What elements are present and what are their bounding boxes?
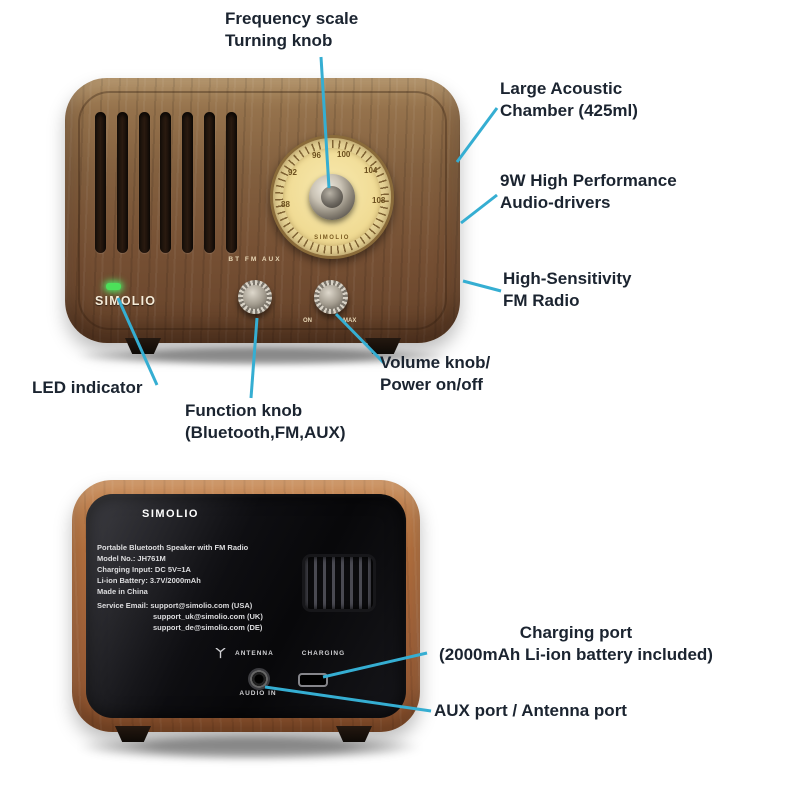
grille-slat <box>95 112 106 253</box>
callout-led-indicator: LED indicator <box>32 378 143 397</box>
dial-number: 92 <box>288 168 297 177</box>
service-line: Service Email: support@simolio.com (USA) <box>97 601 253 610</box>
tuning-knob-core <box>321 186 343 208</box>
spec-line: Li-ion Battery: 3.7V/2000mAh <box>97 576 201 585</box>
spec-line: Portable Bluetooth Speaker with FM Radio <box>97 543 249 552</box>
service-line: support_uk@simolio.com (UK) <box>153 612 263 621</box>
callout-acoustic-chamber: Large Acoustic Chamber (425ml) <box>500 79 638 121</box>
service-line: support_de@simolio.com (DE) <box>153 623 263 632</box>
spec-line: Charging Input: DC 5V=1A <box>97 565 191 574</box>
micro-usb-charging-port <box>298 673 328 687</box>
grille-slat <box>182 112 194 253</box>
bass-vent-grille <box>302 554 376 612</box>
function-knob-cap <box>243 285 267 309</box>
antenna-icon <box>215 648 226 659</box>
volume-knob-cap <box>319 285 343 309</box>
spec-line: Made in China <box>97 587 148 596</box>
grille-slat <box>160 112 172 253</box>
grille-slat <box>116 112 128 253</box>
radio-back-view: SIMOLIO Portable Bluetooth Speaker with … <box>72 480 420 742</box>
callout-line-fm <box>462 279 502 293</box>
back-spec-text: Portable Bluetooth Speaker with FM Radio… <box>97 542 248 597</box>
frequency-dial: 88 92 96 100 104 108 SIMOLIO <box>270 135 394 259</box>
callout-aux-port: AUX port / Antenna port <box>434 701 627 720</box>
grille-slat <box>138 112 150 253</box>
front-panel-groove <box>78 91 447 330</box>
dial-number: 88 <box>281 200 290 209</box>
tuning-knob <box>309 174 355 220</box>
grille-slat <box>225 112 237 253</box>
grille-slat <box>204 112 216 253</box>
audio-in-label: AUDIO IN <box>239 690 277 697</box>
callout-fm-radio: High-Sensitivity FM Radio <box>503 269 632 311</box>
dial-number: 100 <box>337 150 351 159</box>
speaker-grille <box>95 112 237 253</box>
spec-line: Model No.: JH761M <box>97 554 166 563</box>
dial-number: 96 <box>312 151 321 160</box>
callout-function-knob: Function knob (Bluetooth,FM,AUX) <box>185 401 346 443</box>
dial-brand-label: SIMOLIO <box>314 235 350 241</box>
callout-frequency-scale: Frequency scale Turning knob <box>225 9 359 51</box>
front-brand-label: SIMOLIO <box>95 294 157 308</box>
function-knob <box>238 280 272 314</box>
led-indicator <box>106 283 121 290</box>
volume-on-marking: ON <box>303 318 312 324</box>
aux-audio-jack <box>248 668 270 690</box>
antenna-port-label: ANTENNA <box>235 650 274 657</box>
charging-port-label: CHARGING <box>301 650 346 657</box>
dial-number: 104 <box>364 166 378 175</box>
back-right-foot <box>336 726 372 742</box>
back-left-foot <box>115 726 151 742</box>
back-panel: SIMOLIO Portable Bluetooth Speaker with … <box>86 494 406 718</box>
callout-audio-drivers: 9W High Performance Audio-drivers <box>500 171 677 213</box>
callout-volume-knob: Volume knob/ Power on/off <box>380 353 491 395</box>
callout-charging-port: Charging port (2000mAh Li-ion battery in… <box>439 623 713 665</box>
service-email-text: Service Email: support@simolio.com (USA)… <box>97 600 263 633</box>
dial-number: 108 <box>372 196 386 205</box>
radio-front-view: 88 92 96 100 104 108 SIMOLIO BT FM AUX O… <box>65 78 460 354</box>
volume-max-marking: MAX <box>343 318 357 324</box>
callout-line-acoustic <box>455 107 499 163</box>
volume-knob <box>314 280 348 314</box>
port-labels-row: ANTENNA CHARGING <box>214 648 345 659</box>
back-brand-label: SIMOLIO <box>142 508 199 520</box>
callout-line-drivers <box>460 193 498 225</box>
function-knob-markings: BT FM AUX <box>228 256 282 263</box>
